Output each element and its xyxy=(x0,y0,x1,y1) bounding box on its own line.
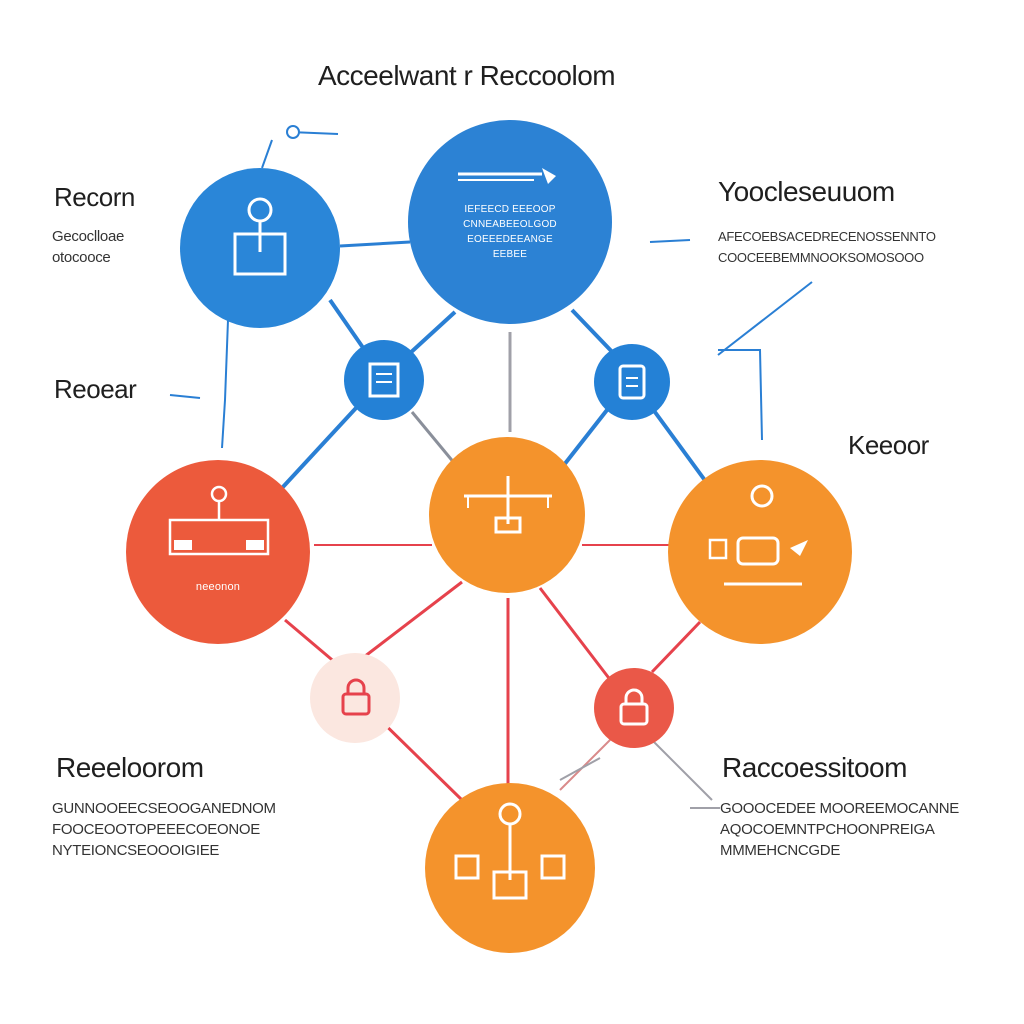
node-blue-top-center[interactable] xyxy=(408,120,612,324)
person-icon xyxy=(708,484,808,586)
connector-gray xyxy=(651,739,713,801)
pointer-line xyxy=(717,281,813,356)
pointer-line xyxy=(649,239,691,243)
label-top-left-description: Gecoclloae otocooce xyxy=(52,228,125,266)
printer-icon xyxy=(168,485,270,556)
node-top-center-content: IEFEECD EEEOOP CNNEABEEOLGOD EOEEEDEEANG… xyxy=(420,150,600,290)
pointer-line xyxy=(261,139,273,169)
pointer-line xyxy=(221,319,229,449)
connector-red xyxy=(559,734,616,791)
node-red-left-caption: neeonon xyxy=(195,581,241,593)
connector-red xyxy=(538,587,620,691)
connector-blue xyxy=(570,308,620,360)
label-bottom-left-heading: Reeeloorom xyxy=(56,752,204,783)
lock-icon xyxy=(341,678,371,716)
connector-blue xyxy=(558,408,609,472)
scale-icon xyxy=(458,168,556,184)
connector-blue xyxy=(406,310,457,357)
node-blue-small-right[interactable] xyxy=(594,344,670,420)
connector-red xyxy=(650,620,702,674)
label-top-right-heading: Yoocleseuuom xyxy=(718,176,895,207)
printer-icon xyxy=(454,802,566,900)
pointer-line xyxy=(169,394,201,399)
scale-icon xyxy=(464,476,552,534)
node-pale-small-left[interactable] xyxy=(310,653,400,743)
pointer-dot xyxy=(286,125,300,139)
document-icon xyxy=(368,362,400,398)
list-icon xyxy=(618,364,646,400)
node-red-small-right[interactable] xyxy=(594,668,674,748)
node-red-left[interactable] xyxy=(126,460,310,644)
label-bottom-left-description: GUNNOOEECSEOOGANEDNOM FOOCEOOTOPEEECOEON… xyxy=(52,800,276,859)
connector-blue xyxy=(339,240,411,248)
node-blue-small-left[interactable] xyxy=(344,340,424,420)
pointer-line xyxy=(718,349,763,441)
diagram-title: Acceelwant r Reccoolom xyxy=(318,60,616,91)
label-mid-right-heading: Keeoor xyxy=(848,430,929,460)
label-mid-left-heading: Reoear xyxy=(54,374,137,404)
lock-icon xyxy=(619,688,649,726)
label-top-right-description: AFECOEBSACEDRECENOSSENNTO COOCEEBEMMNOOK… xyxy=(718,229,936,265)
pointer-line xyxy=(559,757,601,781)
label-top-left-heading: Recorn xyxy=(54,182,135,212)
node-orange-right[interactable] xyxy=(668,460,852,644)
person-icon xyxy=(233,197,287,276)
connector-red xyxy=(359,580,463,662)
label-bottom-right-heading: Raccoessitoom xyxy=(722,752,907,783)
connector-blue xyxy=(280,406,358,490)
label-bottom-right-description: GOOOCEDEE MOOREEMOCANNE AQOCOEMNTPCHOONP… xyxy=(720,800,959,859)
node-top-center-text: IEFEECD EEEOOP CNNEABEEOLGOD EOEEEDEEANG… xyxy=(463,204,557,260)
connector-blue xyxy=(650,406,714,492)
